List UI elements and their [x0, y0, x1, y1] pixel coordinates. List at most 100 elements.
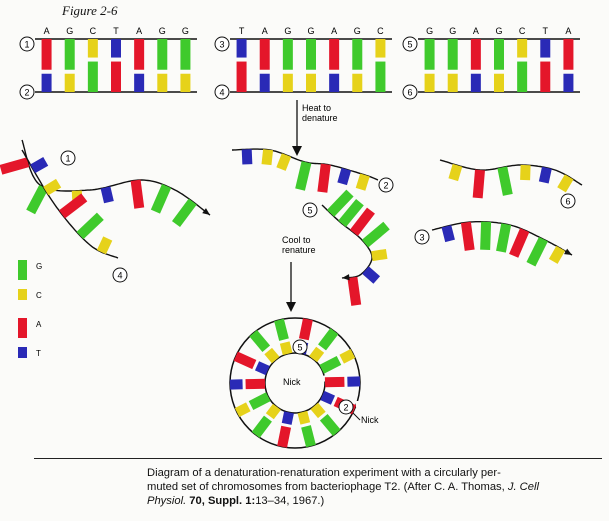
base-t — [236, 39, 247, 58]
caption-pages: 13–34, 1967.) — [255, 495, 325, 507]
base-g — [26, 184, 49, 215]
strand-id-circle — [60, 150, 76, 166]
base-letter: T — [543, 26, 549, 36]
base-letter: A — [473, 26, 479, 36]
base-t — [362, 266, 381, 284]
base-t — [540, 39, 551, 58]
strand-id-circle — [292, 339, 308, 355]
base-t — [241, 149, 253, 165]
base-c — [264, 347, 280, 364]
base-a — [245, 378, 266, 390]
nick-label-outer: Nick — [361, 415, 379, 425]
base-letter: G — [495, 26, 502, 36]
base-a — [134, 39, 145, 70]
strand-id-3: 3 — [414, 229, 430, 245]
base-a — [41, 39, 52, 70]
base-c — [517, 39, 528, 58]
base-c — [557, 174, 574, 193]
base-t — [30, 157, 49, 174]
legend-label-c: C — [36, 291, 42, 300]
base-c — [297, 410, 311, 425]
base-c — [96, 236, 113, 255]
base-g — [248, 392, 271, 410]
base-a — [236, 61, 247, 92]
strand-backbone — [21, 139, 211, 216]
base-g — [326, 189, 354, 217]
base-t — [441, 225, 455, 243]
base-g — [319, 356, 342, 374]
arrowhead-icon — [564, 248, 572, 255]
base-letter: G — [284, 26, 291, 36]
base-c — [276, 153, 292, 171]
base-g — [496, 223, 512, 253]
arrowhead-icon — [202, 208, 210, 215]
strand-id-text: 3 — [219, 39, 224, 49]
strand-id-circle — [214, 36, 230, 52]
base-t — [259, 73, 270, 92]
base-letter: C — [519, 26, 526, 36]
base-g — [157, 39, 168, 70]
caption-rule — [34, 458, 602, 459]
legend-swatch-a — [18, 318, 27, 338]
base-c — [265, 403, 281, 420]
caption-line-1: Diagram of a denaturation-renaturation e… — [147, 467, 501, 479]
base-c — [282, 73, 293, 92]
base-a — [324, 376, 345, 388]
base-a — [317, 163, 331, 193]
base-c — [448, 163, 463, 182]
strand-id-circle — [112, 267, 128, 283]
base-t — [41, 73, 52, 92]
strand-id-top: 3 — [214, 36, 230, 52]
legend-label-a: A — [36, 320, 42, 329]
base-letter: G — [449, 26, 456, 36]
caption-line-2: muted set of chromosomes from bacterioph… — [147, 481, 505, 493]
base-c — [494, 73, 504, 92]
base-c — [234, 402, 251, 418]
base-t — [100, 186, 114, 204]
base-c — [371, 248, 388, 262]
base-a — [563, 39, 574, 70]
strand-id-circle — [302, 202, 318, 218]
base-g — [76, 212, 104, 240]
base-g — [480, 221, 492, 250]
base-a — [277, 425, 292, 448]
strand-id-circle — [378, 177, 394, 193]
base-g — [249, 329, 271, 352]
base-c — [339, 348, 356, 364]
figure-label: Figure 2-6 — [62, 3, 118, 18]
strand-id-text: 2 — [343, 402, 348, 412]
base-a — [329, 39, 340, 70]
base-g — [318, 328, 339, 351]
base-c — [306, 73, 316, 92]
base-letter: G — [182, 26, 189, 36]
strand-id-text: 2 — [24, 87, 29, 97]
base-c — [355, 173, 370, 191]
strand-id-top: 1 — [19, 36, 35, 52]
strand-id-circle — [19, 36, 35, 52]
base-g — [526, 236, 548, 267]
strand-id-text: 5 — [297, 342, 302, 352]
base-g — [87, 61, 98, 92]
base-g — [338, 199, 364, 227]
base-g — [497, 166, 513, 196]
base-g — [306, 39, 316, 70]
base-a — [298, 318, 313, 341]
base-c — [64, 73, 75, 92]
strand-id-circle — [560, 193, 576, 209]
strand-id-text: 3 — [419, 232, 424, 242]
base-c — [548, 245, 566, 264]
ring-id-5: 5 — [292, 339, 308, 355]
base-letter: A — [136, 26, 142, 36]
nick-label-inner: Nick — [283, 377, 301, 387]
base-g — [319, 414, 341, 437]
base-c — [352, 73, 363, 92]
base-g — [171, 198, 197, 228]
base-letter: T — [113, 26, 119, 36]
